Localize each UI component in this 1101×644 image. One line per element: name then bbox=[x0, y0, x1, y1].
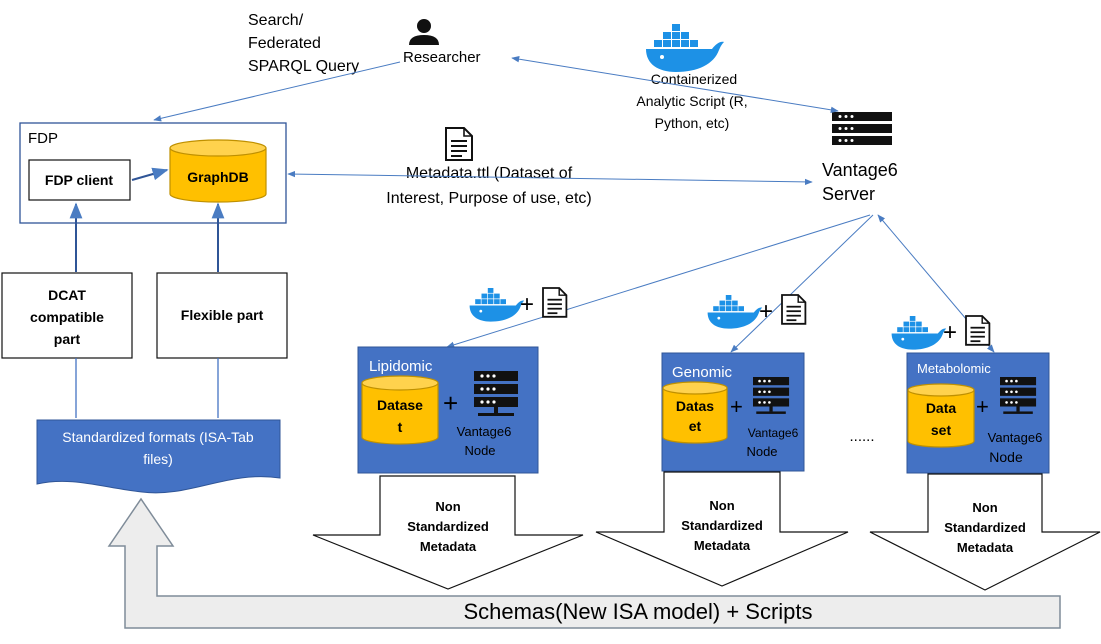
node-title: Metabolomic bbox=[917, 361, 991, 376]
dataset-label: set bbox=[931, 422, 952, 438]
dataset-label: t bbox=[398, 419, 403, 435]
svg-text:Containerized: Containerized bbox=[651, 71, 737, 87]
svg-text:Non: Non bbox=[709, 498, 734, 513]
svg-text:Standardized: Standardized bbox=[944, 520, 1026, 535]
dcat-part-box bbox=[1, 272, 133, 359]
dataset-label: Datas bbox=[676, 398, 714, 414]
schemas-return-arrow bbox=[107, 497, 1061, 629]
genomic-metadata-label: Non Standardized Metadata bbox=[681, 498, 763, 553]
svg-text:Federated: Federated bbox=[248, 35, 321, 52]
metabolomic-package: + bbox=[891, 315, 991, 350]
client-to-graphdb-arrow bbox=[131, 167, 169, 181]
node-label: Vantage6 bbox=[748, 426, 799, 440]
researcher-to-fdp-arrow bbox=[153, 61, 401, 122]
plus-sign: + bbox=[759, 298, 773, 325]
svg-text:Metadata: Metadata bbox=[957, 540, 1014, 555]
schemas-label: Schemas(New ISA model) + Scripts bbox=[463, 599, 812, 624]
docker-whale-icon bbox=[646, 24, 724, 72]
dataset-label: Datase bbox=[377, 397, 423, 413]
document-icon bbox=[781, 294, 807, 325]
flexible-part-box bbox=[156, 272, 288, 359]
node-label: Node bbox=[464, 443, 495, 458]
docker-whale-icon bbox=[707, 295, 763, 329]
svg-text:Server: Server bbox=[822, 184, 875, 204]
dataset-label: Data bbox=[926, 400, 957, 416]
metabolomic-metadata-label: Non Standardized Metadata bbox=[944, 500, 1026, 555]
plus-sign: + bbox=[520, 291, 534, 318]
genomic-metadata-arrow bbox=[595, 471, 849, 587]
server-label: Vantage6 Server bbox=[822, 160, 898, 204]
analytic-script-label: Containerized Analytic Script (R, Python… bbox=[636, 71, 747, 131]
server-icon bbox=[832, 112, 892, 145]
document-icon bbox=[542, 287, 568, 318]
dataset-database bbox=[907, 383, 975, 448]
metadata-ttl-label: Metadata.ttl (Dataset of Interest, Purpo… bbox=[386, 165, 591, 207]
metabolomic-metadata-arrow bbox=[869, 473, 1101, 591]
svg-text:Metadata: Metadata bbox=[694, 538, 751, 553]
graphdb-label: GraphDB bbox=[187, 169, 248, 185]
researcher-user-icon bbox=[409, 19, 439, 45]
dataset-database bbox=[662, 381, 728, 444]
node-label: Node bbox=[746, 444, 777, 459]
genomic-package: + bbox=[707, 294, 807, 329]
researcher-query-label: Search/ Federated SPARQL Query bbox=[248, 12, 359, 75]
node-label: Vantage6 bbox=[457, 424, 512, 439]
svg-text:DCAT: DCAT bbox=[48, 287, 86, 303]
svg-text:compatible: compatible bbox=[30, 309, 104, 325]
svg-text:Standardized: Standardized bbox=[407, 519, 489, 534]
plus-sign: + bbox=[943, 319, 957, 346]
svg-text:Standardized: Standardized bbox=[681, 518, 763, 533]
lipidomic-metadata-arrow bbox=[312, 475, 584, 590]
graphdb-database bbox=[169, 139, 267, 203]
server-to-genomic-arrow bbox=[730, 214, 874, 353]
lipidomic-node: Lipidomic Datase t + Vantage6 Node bbox=[357, 346, 539, 474]
node-title: Genomic bbox=[672, 364, 733, 381]
document-icon bbox=[965, 315, 991, 346]
svg-text:Search/: Search/ bbox=[248, 12, 304, 29]
svg-text:Non: Non bbox=[972, 500, 997, 515]
svg-text:Analytic Script (R,: Analytic Script (R, bbox=[636, 93, 747, 109]
plus-sign: + bbox=[443, 388, 458, 418]
dataset-label: et bbox=[689, 418, 702, 434]
fdp-title: FDP bbox=[28, 130, 58, 147]
fdp-server-arrow bbox=[287, 170, 813, 186]
svg-text:Metadata: Metadata bbox=[420, 539, 477, 554]
svg-text:SPARQL Query: SPARQL Query bbox=[248, 58, 359, 75]
plus-sign: + bbox=[976, 394, 989, 419]
lipidomic-metadata-label: Non Standardized Metadata bbox=[407, 499, 489, 554]
standardized-formats-shape bbox=[36, 419, 281, 494]
svg-text:Metadata.ttl (Dataset of: Metadata.ttl (Dataset of bbox=[406, 165, 573, 182]
researcher-server-arrow bbox=[511, 55, 839, 114]
metabolomic-node: Metabolomic Data set + Vantage6 Node bbox=[906, 352, 1050, 474]
docker-whale-icon bbox=[469, 288, 525, 322]
metadata-document-icon bbox=[445, 127, 473, 161]
svg-text:part: part bbox=[54, 331, 81, 347]
researcher-label: Researcher bbox=[403, 49, 481, 66]
dataset-database bbox=[361, 375, 439, 445]
lipidomic-package: + bbox=[469, 287, 568, 322]
dcat-part-label: DCAT compatible part bbox=[30, 287, 104, 347]
more-nodes-ellipsis: ...... bbox=[849, 428, 874, 445]
fdp-client-label: FDP client bbox=[45, 172, 114, 188]
node-label: Vantage6 bbox=[988, 430, 1043, 445]
plus-sign: + bbox=[730, 394, 743, 419]
flexible-part-label: Flexible part bbox=[181, 307, 264, 323]
docker-whale-icon bbox=[891, 316, 947, 350]
fdp-client-box bbox=[28, 159, 131, 201]
standardized-formats-label: Standardized formats (ISA-Tab files) bbox=[62, 429, 254, 467]
genomic-node: Genomic Datas et + Vantage6 Node bbox=[661, 352, 805, 472]
svg-text:Vantage6: Vantage6 bbox=[822, 160, 898, 180]
svg-text:Python, etc): Python, etc) bbox=[655, 115, 730, 131]
svg-text:Interest, Purpose of use, etc): Interest, Purpose of use, etc) bbox=[386, 190, 591, 207]
svg-text:files): files) bbox=[143, 451, 173, 467]
node-title: Lipidomic bbox=[369, 358, 433, 375]
svg-text:Non: Non bbox=[435, 499, 460, 514]
svg-text:Standardized formats (ISA-Tab: Standardized formats (ISA-Tab bbox=[62, 429, 254, 445]
node-label: Node bbox=[989, 449, 1023, 465]
server-to-lipidomic-arrow bbox=[446, 214, 871, 348]
